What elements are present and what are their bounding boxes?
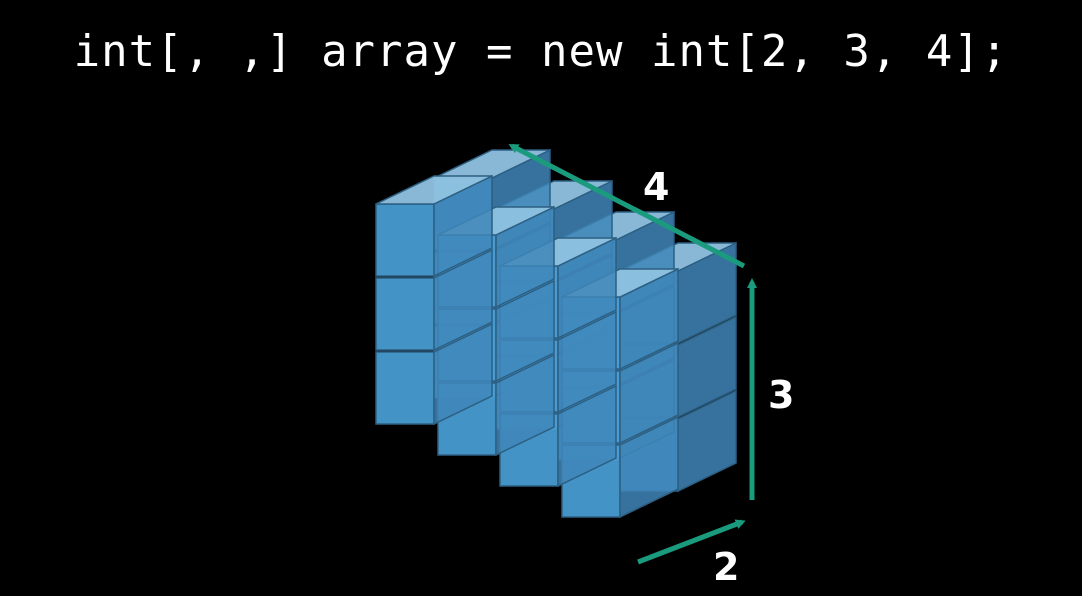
cube-side-face xyxy=(557,310,617,414)
cube-front-face xyxy=(375,277,435,351)
cube-side-face xyxy=(619,341,679,445)
depth-label: 2 xyxy=(713,545,739,589)
height-label: 3 xyxy=(768,373,794,417)
depth-arrow xyxy=(637,519,746,565)
cube-side-face xyxy=(495,279,555,383)
cube-front-face xyxy=(375,351,435,425)
cube-front-face xyxy=(375,203,435,277)
code-line: int[, ,] array = new int[2, 3, 4]; xyxy=(73,26,1009,77)
dimension-arrows xyxy=(508,143,757,565)
cube-side-face xyxy=(619,415,679,519)
cube-top-face xyxy=(375,175,493,205)
cube-grid xyxy=(375,148,737,519)
width-label: 4 xyxy=(643,165,669,209)
cube-side-face xyxy=(433,322,493,426)
cube-side-face xyxy=(495,353,555,457)
width-arrow xyxy=(508,143,746,269)
cube-side-face xyxy=(433,248,493,352)
cube-side-face xyxy=(557,384,617,488)
